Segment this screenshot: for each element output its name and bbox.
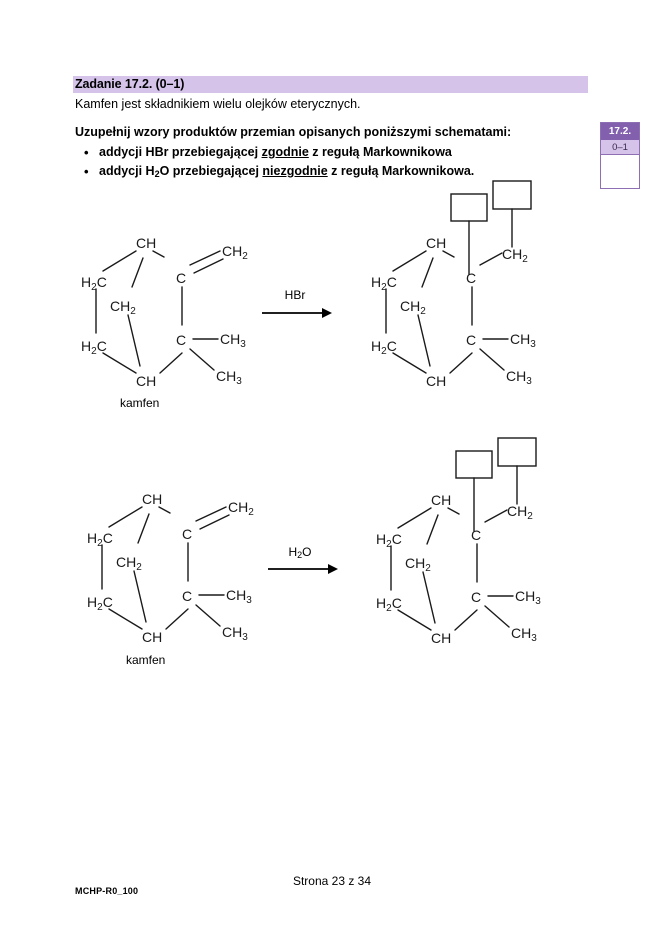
atom-label-h2c-upper-left: H2C xyxy=(371,274,397,293)
atom-label-ch2-exocyclic: CH2 xyxy=(228,499,254,518)
atom-label-ch-top: CH xyxy=(426,235,446,251)
atom-label-ch3-upper: CH3 xyxy=(515,588,541,607)
bullet-icon: • xyxy=(84,164,89,179)
atom-label-ch2-terminal: CH2 xyxy=(507,503,533,522)
answer-box-2a[interactable] xyxy=(455,450,493,479)
atom-label-c-quaternary: C xyxy=(471,589,481,605)
atom-label-h2c-upper-left: H2C xyxy=(87,530,113,549)
bullet-1-pre: addycji HBr przebiegającej xyxy=(99,145,262,159)
atom-label-ch-top: CH xyxy=(431,492,451,508)
atom-label-c-central: C xyxy=(471,527,481,543)
task-heading: Zadanie 17.2. (0–1) xyxy=(73,76,588,93)
answer-box-1a[interactable] xyxy=(450,193,488,222)
scheme-h2o-substrate: CH H2C CH2 H2C CH C CH2 C CH3 CH3 xyxy=(76,481,276,656)
reaction-arrow-2 xyxy=(268,564,338,574)
scheme-hbr-substrate: CH H2C CH2 H2C CH C CH2 C CH3 CH3 xyxy=(70,225,270,400)
task-instruction: Uzupełnij wzory produktów przemian opisa… xyxy=(75,125,512,139)
caption-kamfen-1: kamfen xyxy=(120,396,160,410)
atom-label-c-alkene: C xyxy=(176,270,186,286)
atom-label-ch2-bridge: CH2 xyxy=(405,555,431,574)
reagent-h2o-subscript: 2 xyxy=(297,550,303,560)
list-item: • addycji HBr przebiegającej zgodnie z re… xyxy=(75,143,575,162)
atom-label-ch3-upper: CH3 xyxy=(226,587,252,606)
atom-label-c-quaternary: C xyxy=(466,332,476,348)
atom-label-h2c-lower-left: H2C xyxy=(371,338,397,357)
footer-document-code: MCHP-R0_100 xyxy=(75,886,139,896)
atom-label-ch-bottom: CH xyxy=(431,630,451,646)
product-structure-1: CH H2C CH2 H2C CH C CH2 C CH3 CH3 xyxy=(371,180,536,389)
atom-label-h2c-lower-left: H2C xyxy=(81,338,107,357)
scheme-hbr-product: CH H2C CH2 H2C CH C CH2 C CH3 CH3 xyxy=(350,175,560,400)
atom-label-ch2-terminal: CH2 xyxy=(502,246,528,265)
reagent-h2o-prefix: H xyxy=(288,545,298,559)
atom-label-ch3-upper: CH3 xyxy=(220,331,246,350)
atom-label-c-central: C xyxy=(466,270,476,286)
answer-box-1b[interactable] xyxy=(492,180,532,210)
reagent-label-h2o: H2O xyxy=(268,545,332,560)
camphene-substrate-structure: CH H2C CH2 H2C CH C CH2 C CH3 CH3 xyxy=(87,491,254,645)
requirements-list: • addycji HBr przebiegającej zgodnie z re… xyxy=(75,143,575,182)
atom-label-ch3-lower: CH3 xyxy=(216,368,242,387)
score-box-task-number: 17.2. xyxy=(601,123,639,140)
atom-label-ch-bottom: CH xyxy=(142,629,162,645)
atom-label-ch3-lower: CH3 xyxy=(506,368,532,387)
score-box-point-range: 0–1 xyxy=(601,140,639,155)
score-box: 17.2. 0–1 xyxy=(600,122,640,189)
bullet-2-subscript: 2 xyxy=(154,169,160,179)
atom-label-c-quaternary: C xyxy=(176,332,186,348)
atom-label-ch-top: CH xyxy=(136,235,156,251)
atom-label-ch2-bridge: CH2 xyxy=(110,298,136,317)
camphene-substrate-structure: CH H2C CH2 H2C CH C CH2 C CH3 CH3 xyxy=(81,235,248,389)
atom-label-ch3-upper: CH3 xyxy=(510,331,536,350)
atom-label-h2c-lower-left: H2C xyxy=(87,594,113,613)
footer-page-number: Strona 23 z 34 xyxy=(292,874,372,888)
answer-box-2b[interactable] xyxy=(497,437,537,467)
reaction-arrow-1 xyxy=(262,308,332,318)
bullet-2-post: z regułą Markownikowa. xyxy=(327,164,475,178)
scheme-h2o-product: CH H2C CH2 H2C CH C CH2 C CH3 CH3 xyxy=(355,432,565,657)
bullet-2-pre-b: O przebiegającej xyxy=(159,164,263,178)
bullet-icon: • xyxy=(84,145,89,160)
score-box-answer-cell[interactable] xyxy=(601,155,639,188)
reagent-label-hbr: HBr xyxy=(284,288,306,302)
bullet-1-emphasis: zgodnie xyxy=(261,145,309,159)
product-structure-2: CH H2C CH2 H2C CH C CH2 C CH3 CH3 xyxy=(376,437,541,646)
atom-label-ch3-lower: CH3 xyxy=(511,625,537,644)
bullet-2-pre-a: addycji H xyxy=(99,164,155,178)
atom-label-h2c-lower-left: H2C xyxy=(376,595,402,614)
atom-label-c-alkene: C xyxy=(182,526,192,542)
atom-label-ch-bottom: CH xyxy=(136,373,156,389)
atom-label-ch2-exocyclic: CH2 xyxy=(222,243,248,262)
bullet-2-emphasis: niezgodnie xyxy=(262,164,328,178)
reagent-h2o-suffix: O xyxy=(302,545,312,559)
atom-label-ch2-bridge: CH2 xyxy=(116,554,142,573)
atom-label-ch2-bridge: CH2 xyxy=(400,298,426,317)
atom-label-ch-top: CH xyxy=(142,491,162,507)
atom-label-h2c-upper-left: H2C xyxy=(81,274,107,293)
atom-label-ch3-lower: CH3 xyxy=(222,624,248,643)
bullet-1-post: z regułą Markownikowa xyxy=(308,145,452,159)
caption-kamfen-2: kamfen xyxy=(126,653,166,667)
atom-label-h2c-upper-left: H2C xyxy=(376,531,402,550)
list-item: • addycji H2O przebiegającej niezgodnie z… xyxy=(75,162,575,182)
atom-label-ch-bottom: CH xyxy=(426,373,446,389)
atom-label-c-quaternary: C xyxy=(182,588,192,604)
task-intro-text: Kamfen jest składnikiem wielu olejków et… xyxy=(75,97,361,111)
